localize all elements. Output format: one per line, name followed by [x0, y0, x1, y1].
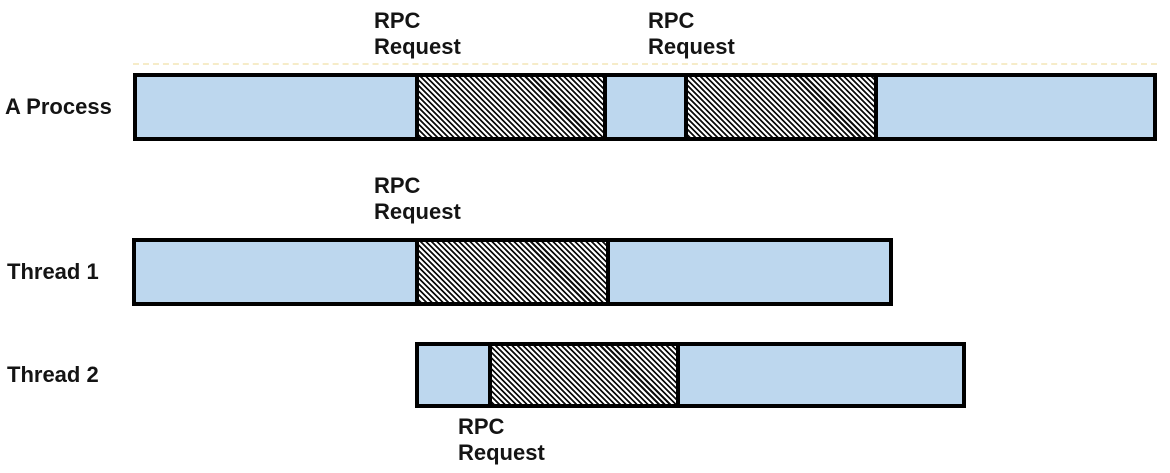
- rpc-request-label-line: RPC: [648, 8, 695, 33]
- row-label-thread-2: Thread 2: [7, 362, 99, 387]
- row-label-a-process: A Process: [5, 94, 112, 119]
- guide-line: [133, 63, 1157, 65]
- rpc-request-label-line: Request: [648, 34, 735, 59]
- rpc-blocked-segment: [684, 77, 878, 137]
- timeline-bar-row-1: [133, 73, 1157, 141]
- timeline-bar-row-2: [132, 238, 893, 306]
- rpc-request-label-line: Request: [374, 34, 461, 59]
- rpc-request-label-line: Request: [374, 199, 461, 224]
- rpc-blocked-segment: [415, 77, 607, 137]
- rpc-request-label-line: RPC: [458, 414, 505, 439]
- row-label-thread-1: Thread 1: [7, 259, 99, 284]
- timeline-bar-row-3: [415, 342, 966, 408]
- rpc-request-label-line: RPC: [374, 8, 421, 33]
- rpc-request-label-line: RPC: [374, 173, 421, 198]
- rpc-blocked-segment: [415, 242, 610, 302]
- rpc-request-label-line: Request: [458, 440, 545, 465]
- rpc-blocked-segment: [488, 346, 680, 404]
